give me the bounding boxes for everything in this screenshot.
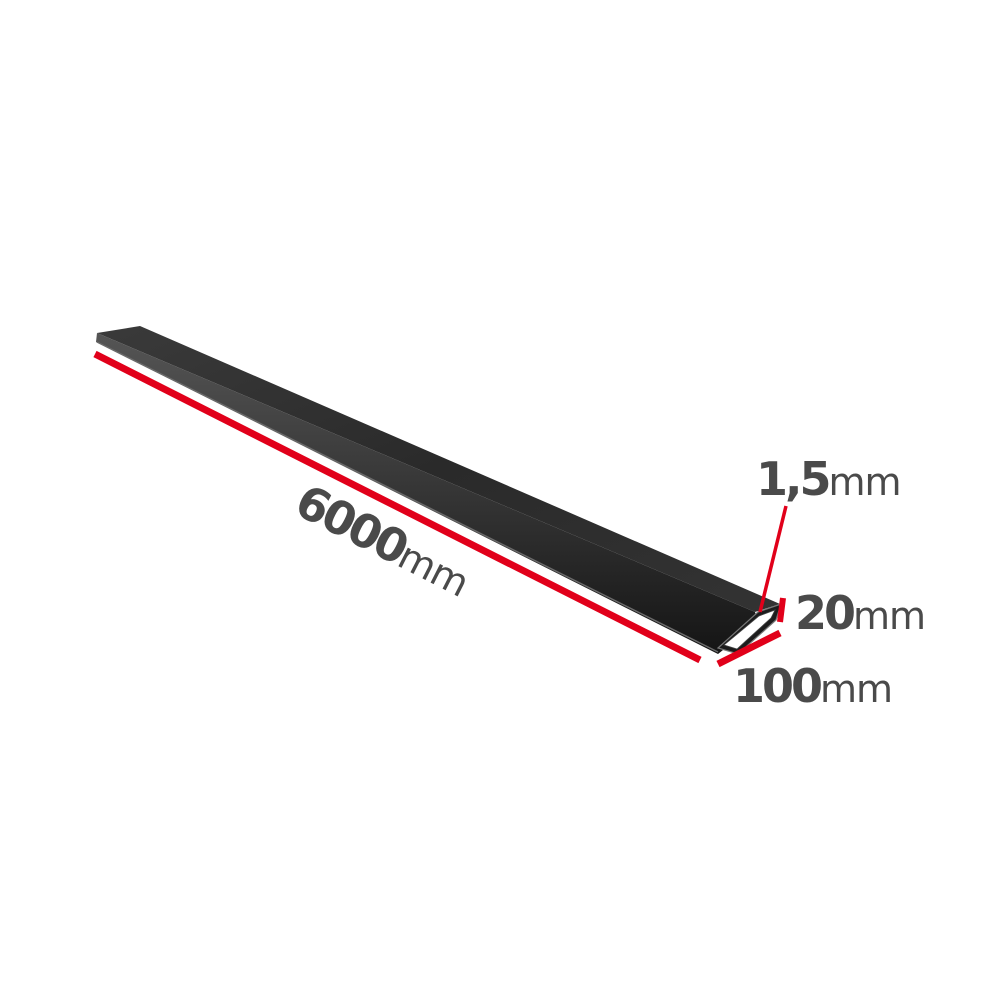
length-dimension-line	[93, 350, 702, 664]
height-label: 20mm	[795, 586, 925, 640]
thickness-label: 1,5mm	[756, 452, 901, 506]
tube-side-face	[96, 333, 758, 654]
tube-edge-highlight	[96, 341, 719, 653]
tube-top-face	[97, 326, 780, 612]
height-dimension-line	[777, 597, 786, 623]
width-label: 100mm	[733, 659, 892, 713]
steel-tube	[96, 326, 782, 655]
thickness-leader-line	[758, 505, 788, 613]
width-dimension-line	[716, 629, 782, 668]
tube-end-hollow	[723, 609, 776, 650]
